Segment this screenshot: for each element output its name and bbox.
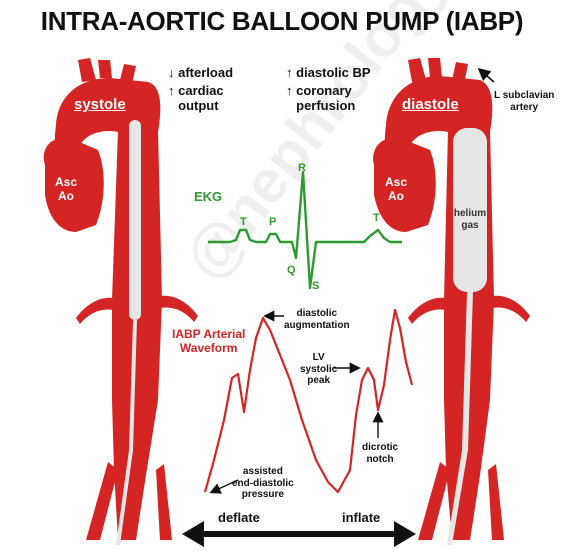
deflate-label: deflate [218,510,260,525]
ekg-r-wave-label: R [298,162,306,174]
assisted-edp-label: assisted end-diastolic pressure [232,466,294,500]
timeline-arrow [182,521,416,547]
helium-gas-label: helium gas [453,208,487,231]
diastolic-augmentation-label: diastolic augmentation [284,308,350,331]
deflated-balloon [116,120,141,545]
ekg-q-wave-label: Q [287,264,296,276]
down-arrow-icon: ↓ [168,65,175,80]
ekg-trace [208,170,402,290]
dicrotic-notch-label: dicrotic notch [362,442,399,465]
ekg-t-wave-label-2: T [373,212,380,224]
page-title: INTRA-AORTIC BALLOON PUMP (IABP) [40,6,524,36]
diastole-effect-1: ↑ diastolic BP [286,65,371,80]
iabp-waveform [203,308,414,494]
inflated-balloon [447,128,487,545]
inflate-label: inflate [342,510,381,525]
lv-systolic-peak-label: LV systolic peak [300,352,338,386]
systole-effect-2: ↑ cardiac output [168,83,224,113]
systole-label: systole [74,96,126,113]
aorta-diastole [373,58,530,540]
subclavian-label: L subclavian artery [494,90,555,113]
ekg-t-wave-label: T [240,216,247,228]
up-arrow-icon: ↑ [168,83,175,98]
asc-ao-label-right: Asc Ao [384,175,407,203]
ekg-s-wave-label: S [312,280,320,292]
waveform-label: IABP Arterial Waveform [172,327,246,355]
arrow-assisted-edp [209,479,239,494]
up-arrow-icon: ↑ [286,83,293,98]
subclavian-arrow [477,67,495,83]
up-arrow-icon: ↑ [286,65,293,80]
ekg-p-wave-label: P [269,216,277,228]
aorta-systole [43,58,198,540]
ekg-label: EKG [194,189,223,204]
diastole-label: diastole [402,96,459,113]
diastole-effect-2: ↑ coronary perfusion [286,83,356,113]
asc-ao-label-left: Asc Ao [54,175,77,203]
systole-effect-1: ↓ afterload [168,65,234,80]
